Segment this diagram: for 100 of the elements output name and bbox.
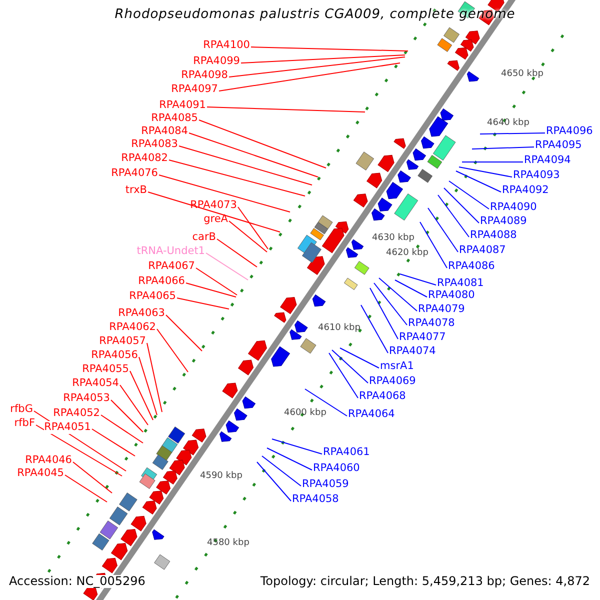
gene-label: RPA4079 bbox=[418, 303, 465, 316]
gene-label: RPA4057 bbox=[99, 335, 146, 348]
gene-label: RPA4073 bbox=[190, 199, 237, 212]
gene-label: trxB bbox=[125, 184, 147, 197]
leader-line bbox=[444, 188, 480, 224]
gene-label: rfbF bbox=[14, 417, 35, 430]
leader-line bbox=[92, 428, 136, 456]
summary-text: Topology: circular; Length: 5,459,213 bp; Genes: 4,872 bbox=[260, 575, 590, 588]
gene-label: RPA4096 bbox=[546, 125, 593, 138]
gene-label: RPA4077 bbox=[399, 331, 446, 344]
gene-label: RPA4087 bbox=[459, 244, 506, 257]
gene-label: RPA4066 bbox=[138, 275, 185, 288]
gene-label: RPA4097 bbox=[171, 83, 218, 96]
gene-label: RPA4081 bbox=[437, 277, 484, 290]
leader-line bbox=[266, 448, 312, 470]
scale-label: 4590 kbp bbox=[200, 470, 242, 483]
leader-line bbox=[120, 384, 148, 426]
leader-line bbox=[256, 462, 292, 502]
leader-line bbox=[228, 220, 268, 252]
gene-label: RPA4083 bbox=[131, 138, 178, 151]
gene-label: RPA4069 bbox=[369, 375, 416, 388]
leader-line bbox=[400, 274, 436, 286]
gene-label: RPA4086 bbox=[448, 260, 495, 273]
gene-label: RPA4099 bbox=[193, 55, 240, 68]
gene-label: msrA1 bbox=[380, 360, 414, 373]
gene-label: RPA4091 bbox=[159, 99, 206, 112]
gene-label: RPA4092 bbox=[502, 184, 549, 197]
leader-line bbox=[156, 328, 188, 372]
gene-label: RPA4076 bbox=[111, 167, 158, 180]
gene-label: RPA4052 bbox=[53, 407, 100, 420]
leader-line bbox=[394, 280, 428, 298]
gene-label: RPA4060 bbox=[313, 462, 360, 475]
leader-line bbox=[158, 174, 290, 212]
gene-label: RPA4100 bbox=[203, 39, 250, 52]
leader-line bbox=[148, 192, 280, 232]
gene-label: RPA4089 bbox=[480, 215, 527, 228]
gene-label: RPA4093 bbox=[513, 169, 560, 182]
scale-label: 4600 kbp bbox=[284, 407, 326, 420]
leader-line bbox=[370, 288, 398, 340]
gene-label: RPA4062 bbox=[109, 321, 156, 334]
leader-line bbox=[332, 350, 368, 384]
scale-label: 4630 kbp bbox=[372, 232, 414, 245]
leader-line bbox=[196, 268, 238, 296]
leader-line bbox=[206, 106, 366, 112]
gene-label: RPA4053 bbox=[63, 392, 110, 405]
gene-label: RPA4064 bbox=[348, 408, 395, 421]
leader-line bbox=[64, 474, 108, 502]
gene-label: RPA4058 bbox=[292, 493, 339, 506]
leader-line bbox=[168, 160, 306, 196]
leader-line bbox=[188, 132, 318, 178]
gene-label: RPA4074 bbox=[389, 345, 436, 358]
leader-line bbox=[378, 278, 418, 312]
leader-line bbox=[110, 400, 144, 432]
gene-label: carB bbox=[192, 231, 216, 244]
leader-line bbox=[36, 424, 122, 476]
leader-line bbox=[146, 342, 162, 412]
leader-line bbox=[420, 222, 448, 268]
gene-label: RPA4055 bbox=[82, 363, 129, 376]
gene-label: RPA4059 bbox=[302, 478, 349, 491]
leader-line bbox=[240, 54, 406, 64]
gene-label: RPA4095 bbox=[535, 139, 582, 152]
accession-text: Accession: NC_005296 bbox=[9, 575, 146, 588]
leader-line bbox=[130, 370, 154, 420]
leader-line bbox=[328, 352, 358, 398]
leader-line bbox=[438, 194, 470, 238]
leader-line bbox=[250, 46, 408, 52]
gene-label: RPA4068 bbox=[359, 390, 406, 403]
gene-label: RPA4094 bbox=[524, 154, 571, 167]
gene-label: tRNA-Undet1 bbox=[136, 245, 205, 258]
leader-line bbox=[198, 120, 326, 168]
leader-line bbox=[100, 414, 144, 444]
leader-line bbox=[448, 180, 490, 210]
gene-label: RPA4061 bbox=[323, 446, 370, 459]
gene-label: RPA4098 bbox=[181, 69, 228, 82]
gene-label: rfbG bbox=[10, 403, 33, 416]
leader-line bbox=[340, 348, 380, 368]
leader-line bbox=[428, 208, 458, 252]
leader-line bbox=[186, 282, 236, 298]
gene-label: RPA4045 bbox=[17, 467, 64, 480]
gene-label: RPA4056 bbox=[91, 349, 138, 362]
gene-label: greA bbox=[204, 213, 228, 226]
leader-line bbox=[176, 298, 230, 310]
leader-line bbox=[178, 146, 312, 186]
gene-label: RPA4088 bbox=[470, 229, 517, 242]
leader-line bbox=[218, 62, 400, 92]
leader-line bbox=[138, 356, 158, 416]
leader-line bbox=[206, 252, 248, 280]
gene-label: RPA4063 bbox=[118, 307, 165, 320]
gene-label: RPA4085 bbox=[151, 112, 198, 125]
leader-line bbox=[304, 388, 348, 416]
scale-label: 4580 kbp bbox=[207, 537, 250, 550]
leader-line bbox=[374, 282, 408, 326]
leader-line bbox=[480, 132, 546, 134]
scale-label: 4620 kbp bbox=[386, 247, 428, 260]
leader-line bbox=[272, 438, 322, 454]
leader-line bbox=[472, 146, 534, 150]
gene-label: RPA4080 bbox=[428, 289, 475, 302]
gene-label: RPA4090 bbox=[490, 201, 537, 214]
leader-line bbox=[458, 166, 512, 178]
leader-line bbox=[456, 170, 502, 192]
